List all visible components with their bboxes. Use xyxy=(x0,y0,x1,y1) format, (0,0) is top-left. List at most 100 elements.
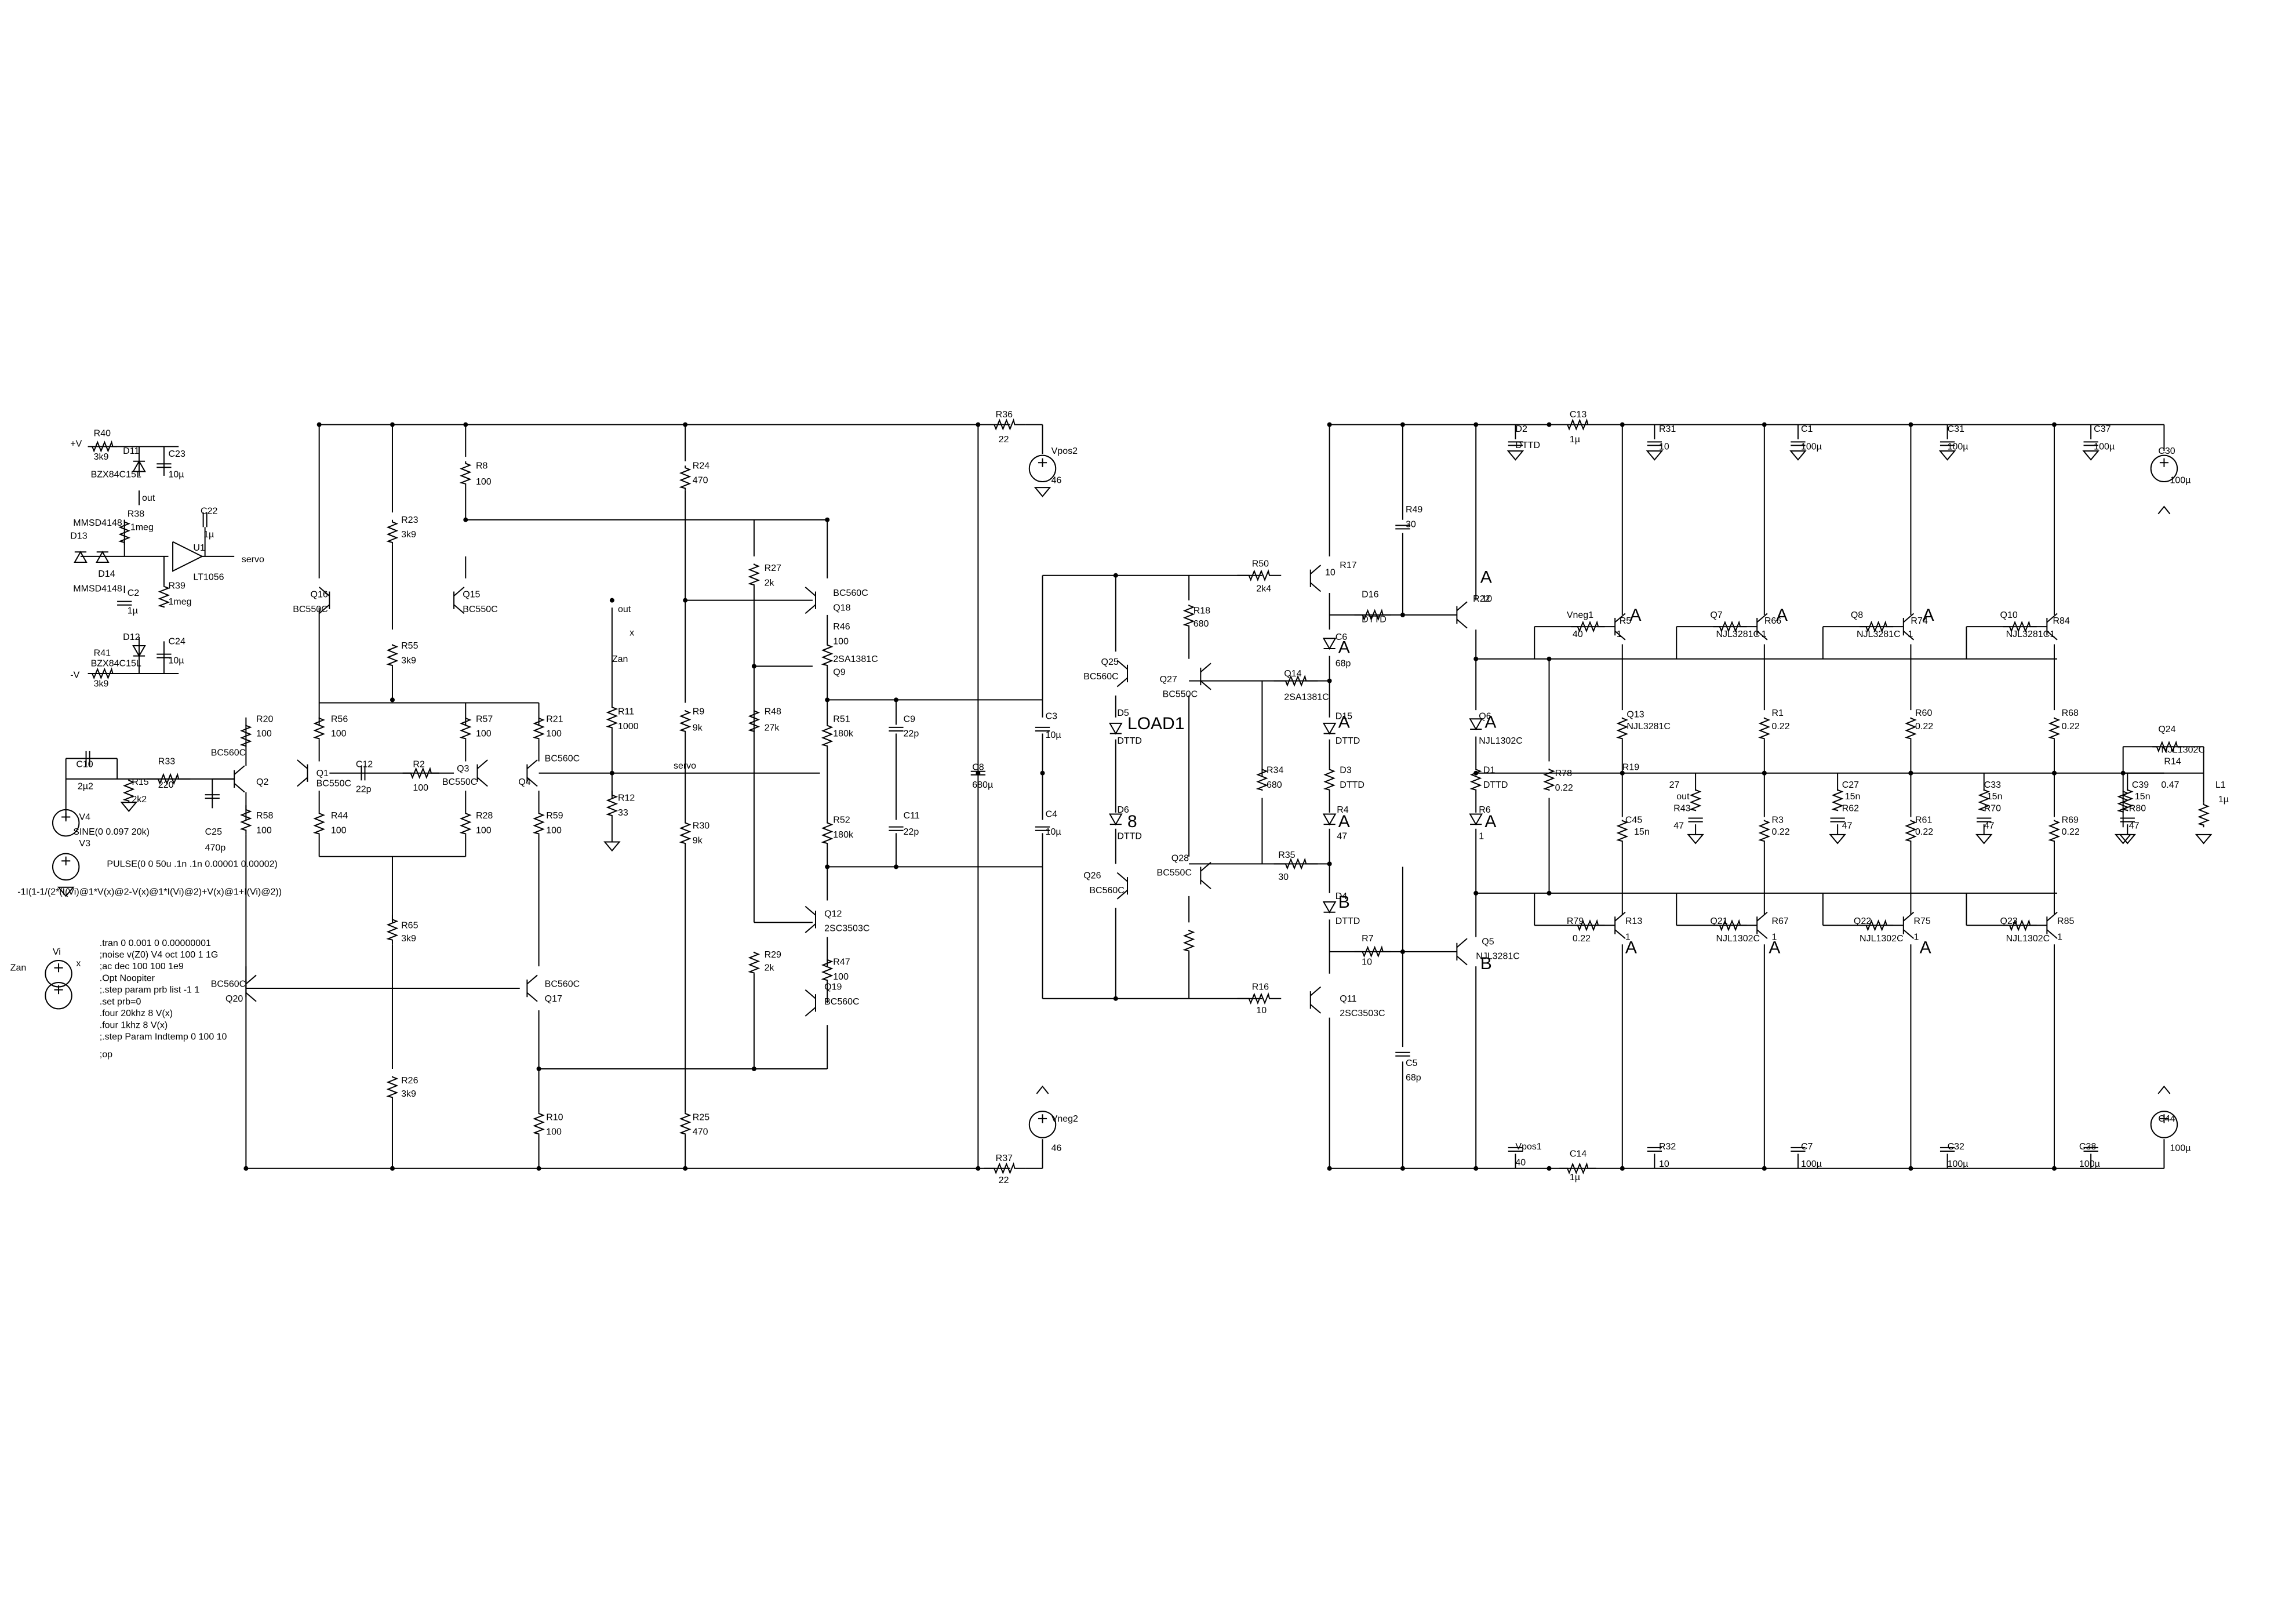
label-text: D15 xyxy=(1336,711,1352,721)
label-text: 15n xyxy=(1987,792,2003,802)
label-text: 10µ xyxy=(168,656,184,665)
transistor-symbol xyxy=(1902,613,1915,641)
junction-dot xyxy=(1762,422,1767,427)
capacitor-symbol xyxy=(361,766,366,781)
capacitor-symbol xyxy=(889,826,904,831)
resistor-symbol xyxy=(1256,769,1268,791)
label-text: R50 xyxy=(1252,559,1269,569)
voltage-source-symbol xyxy=(1028,1111,1057,1138)
label-text: 1 xyxy=(2057,933,2062,942)
label-text: C10 xyxy=(76,760,93,770)
label-text: 2µ2 xyxy=(78,782,93,792)
label-text: 2SC3503C xyxy=(1340,1009,1385,1018)
label-text: Vi xyxy=(53,947,61,957)
label-text: 1 xyxy=(1617,629,1622,639)
resistor-symbol xyxy=(821,959,834,981)
label-text: R13 xyxy=(1625,916,1642,926)
label-text: R69 xyxy=(2062,816,2079,825)
label-text: NJL3281C xyxy=(1476,952,1520,962)
label-text: 0.22 xyxy=(1771,722,1789,732)
label-text: 100µ xyxy=(2094,442,2115,452)
label-text: 22 xyxy=(999,435,1009,445)
label-text: ;.step Param Indtemp 0 100 10 xyxy=(100,1032,227,1042)
supply-arrow xyxy=(1036,1085,1049,1094)
label-text: Q14 xyxy=(1284,669,1301,679)
label-text: servo xyxy=(674,761,696,771)
label-text: 100 xyxy=(331,825,347,835)
capacitor-symbol xyxy=(205,794,220,799)
resistor-symbol xyxy=(1860,620,1894,633)
label-text: BC560C xyxy=(545,980,580,989)
junction-dot xyxy=(1620,1166,1625,1171)
junction-dot xyxy=(390,1166,395,1171)
label-text: D16 xyxy=(1362,590,1378,600)
label-text: 46 xyxy=(1051,476,1062,486)
label-text: 100 xyxy=(331,729,347,739)
junction-dot xyxy=(2120,770,2126,776)
label-text: BC560C xyxy=(824,997,859,1007)
transistor-symbol xyxy=(1200,862,1211,890)
label-text: Q13 xyxy=(1627,710,1644,720)
label-text: C45 xyxy=(1625,816,1642,825)
label-text: BZX84C15L xyxy=(91,658,141,668)
label-text: R35 xyxy=(1278,850,1295,860)
resistor-symbol xyxy=(1977,789,1991,812)
label-text: Q21 xyxy=(1710,916,1727,926)
label-text: BC550C xyxy=(442,777,477,787)
label-text: ;noise v(Z0) V4 oct 100 1 1G xyxy=(100,950,219,960)
label-text: R38 xyxy=(128,510,144,519)
transistor-symbol xyxy=(319,587,330,614)
label-text: DTTD xyxy=(1362,615,1387,625)
resistor-symbol xyxy=(1713,919,1747,931)
label-text: BC560C xyxy=(211,980,246,989)
label-text: .tran 0 0.001 0 0.00000001 xyxy=(100,938,211,948)
junction-dot xyxy=(2051,770,2057,776)
label-text: A xyxy=(1338,638,1350,657)
label-text: 47 xyxy=(1842,821,1853,831)
label-text: PULSE(0 0 50u .1n .1n 0.00001 0.00002) xyxy=(107,859,277,869)
label-text: R85 xyxy=(2057,916,2074,926)
label-text: BC560C xyxy=(545,754,580,764)
label-text: LT1056 xyxy=(193,572,224,582)
label-text: NJL3281C xyxy=(2006,629,2050,639)
label-text: 100 xyxy=(256,729,272,739)
label-text: C25 xyxy=(205,827,222,837)
diode-symbol xyxy=(1322,901,1337,914)
label-text: R66 xyxy=(1764,616,1781,626)
label-text: R30 xyxy=(693,821,709,831)
ground-symbol xyxy=(603,841,621,852)
diode-symbol xyxy=(1469,718,1483,730)
resistor-symbol xyxy=(1237,992,1282,1005)
label-text: R40 xyxy=(94,429,111,439)
label-text: 9k xyxy=(693,723,703,733)
label-text: Q25 xyxy=(1101,657,1119,667)
junction-dot xyxy=(316,422,322,427)
label-text: C12 xyxy=(356,760,373,770)
label-text: DTTD xyxy=(1336,736,1360,746)
resistor-symbol xyxy=(239,725,252,747)
label-text: Q8 xyxy=(1851,610,1863,620)
resistor-symbol xyxy=(312,717,325,740)
label-text: R5 xyxy=(1620,616,1632,626)
capacitor-symbol xyxy=(1508,1147,1523,1152)
label-text: BC560C xyxy=(833,588,868,598)
resistor-symbol xyxy=(1616,820,1629,842)
label-text: Q26 xyxy=(1083,871,1101,881)
label-text: D12 xyxy=(123,632,140,642)
label-text: A xyxy=(1338,712,1350,732)
label-text: R39 xyxy=(168,581,185,591)
label-text: NJL1302C xyxy=(1479,736,1523,746)
label-text: 2k xyxy=(765,963,775,973)
label-text: 30 xyxy=(1406,519,1416,529)
transistor-symbol xyxy=(1456,601,1468,629)
label-text: R68 xyxy=(2062,708,2079,718)
label-text: R56 xyxy=(331,714,348,724)
resistor-symbol xyxy=(2116,791,2129,813)
label-text: R12 xyxy=(618,794,635,803)
resistor-symbol xyxy=(2048,820,2061,842)
components xyxy=(45,418,2213,1175)
label-text: C13 xyxy=(1570,410,1587,420)
label-text: 100 xyxy=(546,729,562,739)
label-text: D3 xyxy=(1340,766,1352,776)
